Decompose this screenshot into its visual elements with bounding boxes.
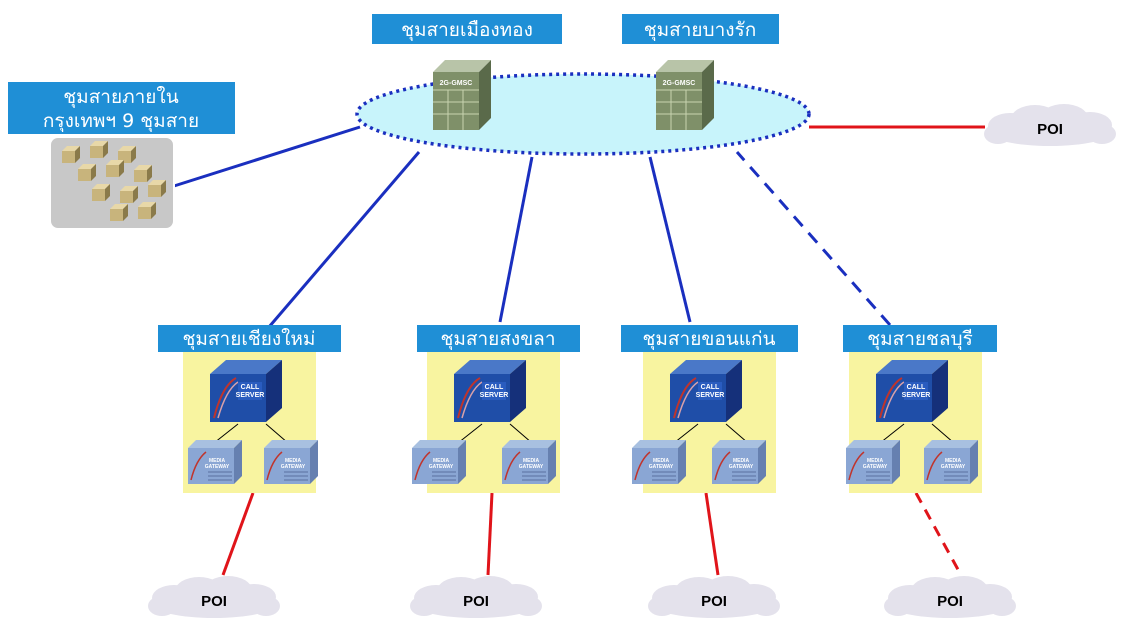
poi-link-khonkaen <box>704 492 720 576</box>
media-gateway-songkhla-2: MEDIA GATEWAY <box>501 439 557 485</box>
gmsc-label-bangrak: 2G-GMSC <box>663 80 696 87</box>
svg-text:MEDIA: MEDIA <box>653 458 670 464</box>
regional-site-songkhla: ชุมสายสงขลา CALL SERVER MEDIA GATEWAY ME… <box>411 325 580 493</box>
poi-label-songkhla: POI <box>463 593 489 610</box>
label-songkhla: ชุมสายสงขลา <box>441 328 556 351</box>
svg-text:MEDIA: MEDIA <box>867 458 884 464</box>
bangkok-exchanges-icon <box>49 136 175 230</box>
poi-label-chonburi: POI <box>937 593 963 610</box>
link-chonburi-core <box>735 151 892 326</box>
label-box-chiangmai <box>158 325 341 352</box>
media-gateway-chiangmai-1: MEDIA GATEWAY <box>187 439 243 485</box>
media-gateway-khonkaen-1: MEDIA GATEWAY <box>631 439 687 485</box>
poi-label-khonkaen: POI <box>701 593 727 610</box>
svg-text:MEDIA: MEDIA <box>433 458 450 464</box>
gmsc-server-bangrak: 2G-GMSC <box>655 59 715 131</box>
poi-label-chiangmai: POI <box>201 593 227 610</box>
gmsc-label-muangthong: 2G-GMSC <box>440 80 473 87</box>
svg-text:GATEWAY: GATEWAY <box>205 464 230 470</box>
poi-link-chiangmai <box>221 492 255 576</box>
poi-label-core: POI <box>1037 121 1063 138</box>
link-songkhla-core <box>498 156 534 323</box>
label-bangkok-line1: ชุมสายภายใน <box>63 86 178 109</box>
call-server-chiangmai: CALL SERVER <box>209 359 283 423</box>
poi-cloud-songkhla: POI <box>410 576 542 618</box>
svg-text:GATEWAY: GATEWAY <box>281 464 306 470</box>
media-gateway-khonkaen-2: MEDIA GATEWAY <box>711 439 767 485</box>
svg-text:MEDIA: MEDIA <box>285 458 302 464</box>
label-box-muangthong <box>372 14 562 44</box>
call-server-songkhla: CALL SERVER <box>453 359 527 423</box>
link-chiangmai-core <box>267 151 421 328</box>
svg-text:SERVER: SERVER <box>236 392 265 399</box>
svg-text:SERVER: SERVER <box>902 392 931 399</box>
svg-text:GATEWAY: GATEWAY <box>941 464 966 470</box>
svg-text:CALL: CALL <box>485 384 504 391</box>
media-gateway-chonburi-2: MEDIA GATEWAY <box>923 439 979 485</box>
call-server-khonkaen: CALL SERVER <box>669 359 743 423</box>
svg-text:MEDIA: MEDIA <box>209 458 226 464</box>
label-box-songkhla <box>417 325 580 352</box>
label-box-bangrak <box>622 14 779 44</box>
label-bangrak: ชุมสายบางรัก <box>644 19 757 42</box>
label-chonburi: ชุมสายชลบุรี <box>867 328 973 351</box>
poi-cloud-core: POI <box>984 104 1116 146</box>
regional-site-khonkaen: ชุมสายขอนแก่น CALL SERVER MEDIA GATEWAY … <box>621 325 798 493</box>
media-gateway-songkhla-1: MEDIA GATEWAY <box>411 439 467 485</box>
media-gateway-chiangmai-2: MEDIA GATEWAY <box>263 439 319 485</box>
label-box-chonburi <box>843 325 997 352</box>
label-khonkaen: ชุมสายขอนแก่น <box>643 328 776 351</box>
svg-text:GATEWAY: GATEWAY <box>429 464 454 470</box>
svg-text:CALL: CALL <box>907 384 926 391</box>
gmsc-server-muangthong: 2G-GMSC <box>432 59 492 131</box>
svg-text:GATEWAY: GATEWAY <box>519 464 544 470</box>
label-box-khonkaen <box>621 325 798 352</box>
poi-link-songkhla <box>486 492 494 576</box>
svg-text:MEDIA: MEDIA <box>523 458 540 464</box>
call-server-chonburi: CALL SERVER <box>875 359 949 423</box>
regional-site-chonburi: ชุมสายชลบุรี CALL SERVER MEDIA GATEWAY M… <box>843 325 997 493</box>
link-khonkaen-core <box>648 156 692 323</box>
svg-text:CALL: CALL <box>701 384 720 391</box>
media-gateway-chonburi-1: MEDIA GATEWAY <box>845 439 901 485</box>
core-ring <box>355 72 811 156</box>
svg-text:GATEWAY: GATEWAY <box>729 464 754 470</box>
svg-text:GATEWAY: GATEWAY <box>649 464 674 470</box>
label-muangthong: ชุมสายเมืองทอง <box>401 19 533 42</box>
svg-text:MEDIA: MEDIA <box>945 458 962 464</box>
svg-text:MEDIA: MEDIA <box>733 458 750 464</box>
link-bangkok-core <box>173 125 361 188</box>
poi-cloud-chonburi: POI <box>884 576 1016 618</box>
regional-site-chiangmai: ชุมสายเชียงใหม่ CALL SERVER MEDIA GATEWA… <box>158 325 341 493</box>
svg-text:CALL: CALL <box>241 384 260 391</box>
label-box-bangkok <box>8 82 235 134</box>
svg-text:SERVER: SERVER <box>696 392 725 399</box>
poi-link-chonburi <box>914 492 963 576</box>
svg-text:GATEWAY: GATEWAY <box>863 464 888 470</box>
poi-cloud-chiangmai: POI <box>148 576 280 618</box>
label-chiangmai: ชุมสายเชียงใหม่ <box>183 328 316 351</box>
label-bangkok-line2: กรุงเทพฯ 9 ชุมสาย <box>43 110 199 133</box>
poi-cloud-khonkaen: POI <box>648 576 780 618</box>
svg-text:SERVER: SERVER <box>480 392 509 399</box>
